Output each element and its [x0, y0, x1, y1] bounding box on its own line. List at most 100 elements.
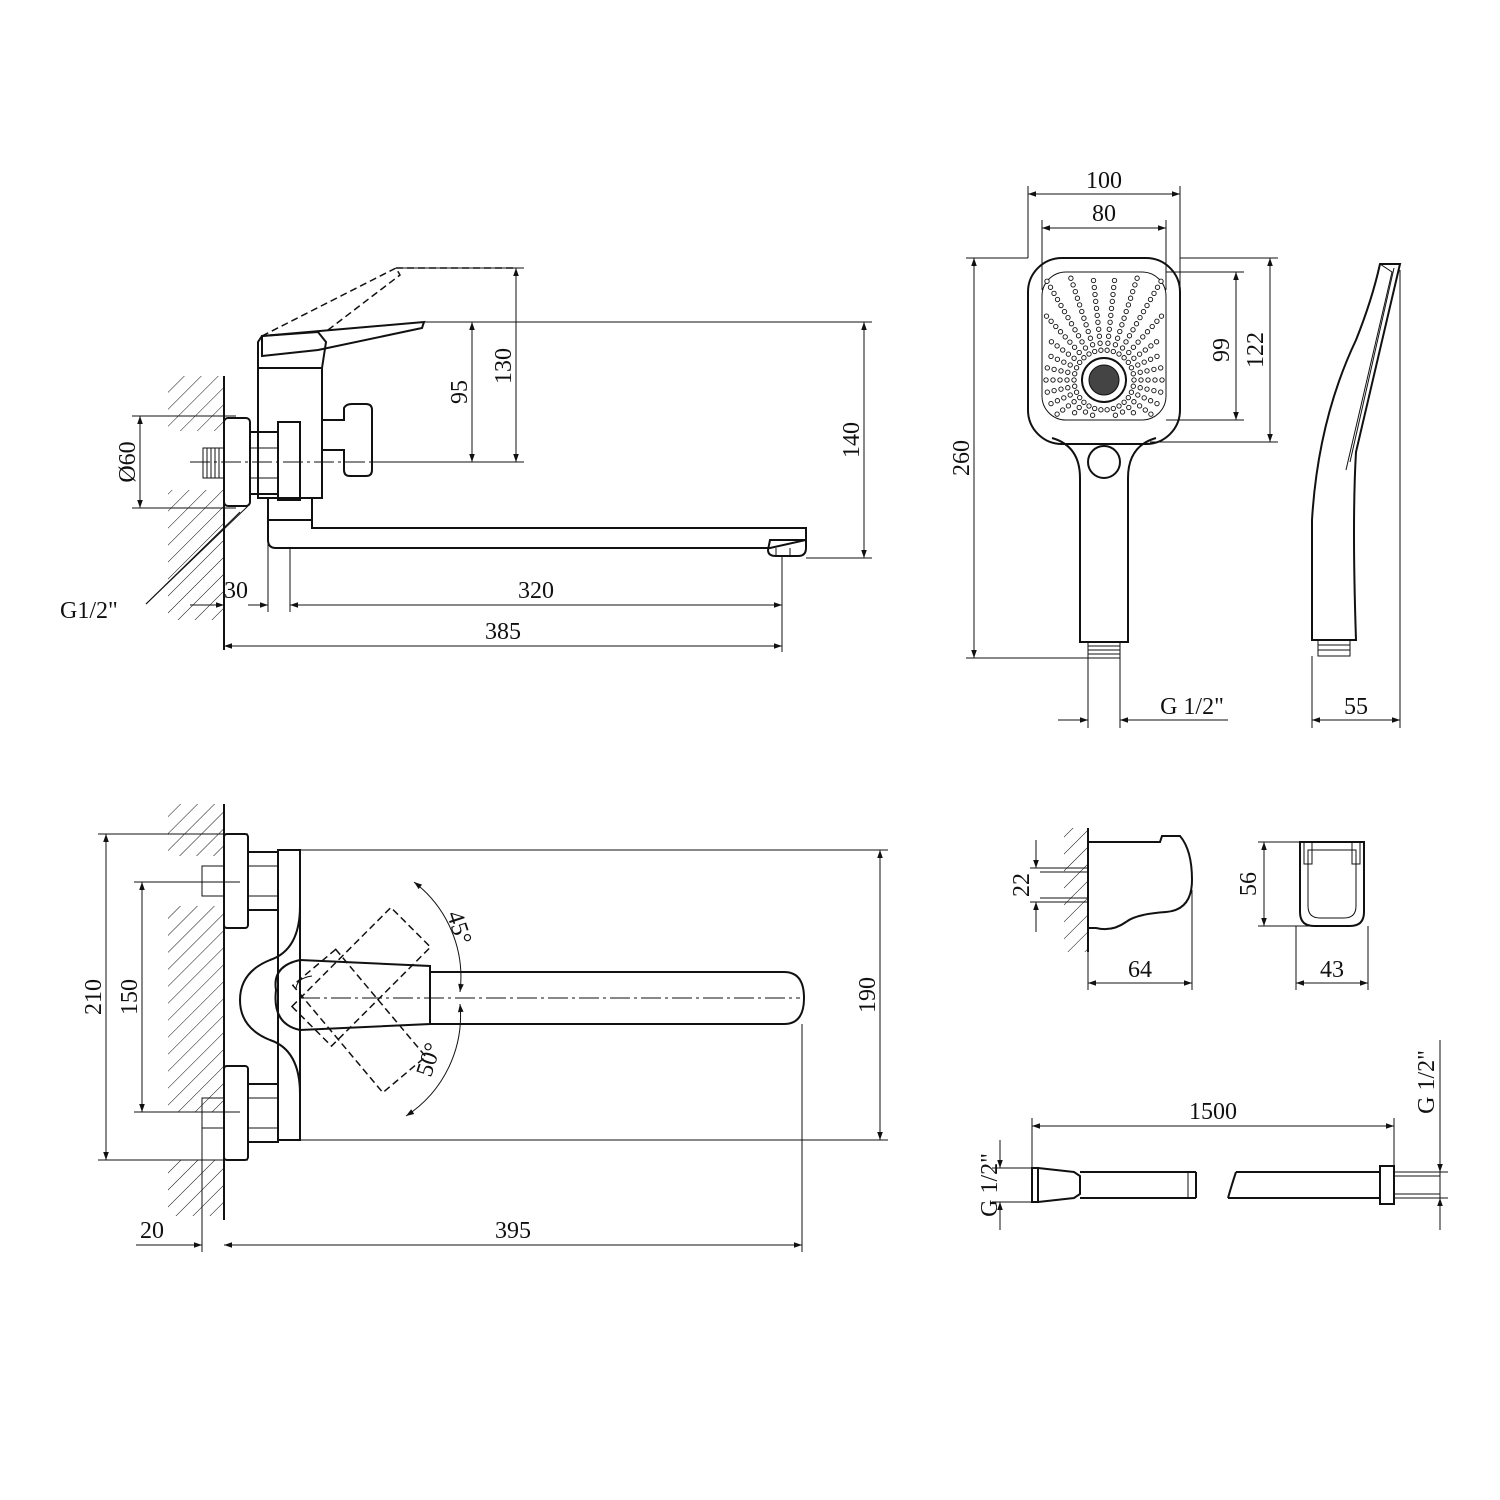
- dim-30: 30: [224, 578, 248, 604]
- nozzle-dot: [1132, 282, 1138, 288]
- dim-20: 20: [140, 1218, 164, 1244]
- nozzle-dot: [1079, 308, 1085, 315]
- nozzle-dot: [1064, 377, 1070, 383]
- nozzle-dot: [1138, 377, 1144, 383]
- nozzle-dot: [1158, 313, 1165, 319]
- nozzle-dot: [1107, 319, 1113, 325]
- nozzle-dot: [1096, 333, 1103, 339]
- nozzle-dot: [1137, 369, 1143, 375]
- nozzle-dot: [1121, 315, 1127, 321]
- nozzle-dot: [1053, 323, 1059, 330]
- nozzle-dot: [1079, 339, 1085, 345]
- nozzle-dot: [1158, 278, 1164, 284]
- nozzle-dot: [1072, 371, 1078, 377]
- nozzle-dot: [1082, 345, 1089, 351]
- nozzle-dot: [1091, 284, 1097, 291]
- nozzle-dot: [1065, 385, 1071, 391]
- dim-diameter-60: Ø60: [115, 441, 141, 482]
- nozzle-dot: [1148, 411, 1154, 417]
- nozzle-dot: [1149, 323, 1155, 330]
- nozzle-dot: [1128, 365, 1135, 371]
- nozzle-dot: [1148, 343, 1154, 349]
- nozzle-dot: [1073, 389, 1080, 395]
- nozzle-dot: [1144, 368, 1150, 374]
- nozzle-dot: [1114, 335, 1121, 341]
- nozzle-dot: [1108, 305, 1115, 312]
- nozzle-dot: [1044, 278, 1050, 284]
- nozzle-dot: [1105, 340, 1111, 346]
- nozzle-dot: [1135, 362, 1141, 368]
- nozzle-dot: [1125, 359, 1131, 366]
- nozzle-dot: [1085, 328, 1091, 335]
- nozzle-dot: [1154, 353, 1160, 360]
- nozzle-dot: [1137, 385, 1143, 391]
- nozzle-dot: [1058, 368, 1064, 374]
- nozzle-dot: [1096, 326, 1102, 332]
- nozzle-dot: [1071, 344, 1078, 350]
- nozzle-dot: [1061, 308, 1068, 315]
- nozzle-dot: [1141, 359, 1147, 365]
- nozzle-dot: [1130, 410, 1137, 416]
- nozzle-dot: [1135, 339, 1141, 345]
- nozzle-dot: [1130, 344, 1137, 350]
- dim-55: 55: [1344, 694, 1368, 720]
- thread-label-hose-right: G 1/2": [1414, 1050, 1440, 1114]
- nozzle-dot: [1054, 296, 1061, 303]
- dim-22: 22: [1009, 873, 1035, 897]
- nozzle-dot: [1093, 298, 1099, 305]
- nozzle-dot: [1048, 353, 1054, 360]
- dim-395: 395: [495, 1218, 531, 1244]
- nozzle-dot: [1116, 403, 1122, 409]
- nozzle-dot: [1061, 359, 1067, 365]
- nozzle-dot: [1147, 296, 1154, 303]
- nozzle-dot: [1076, 404, 1082, 411]
- nozzle-dot: [1086, 351, 1092, 357]
- nozzle-dot: [1131, 355, 1137, 361]
- nozzle-dot: [1119, 345, 1126, 351]
- dim-43: 43: [1320, 957, 1344, 983]
- nozzle-dot: [1147, 398, 1154, 404]
- dim-260: 260: [949, 440, 975, 476]
- shower-holder-front-view: 56 43: [1236, 841, 1369, 990]
- nozzle-dot: [1068, 275, 1074, 281]
- nozzle-dot: [1065, 314, 1071, 321]
- dim-64: 64: [1128, 957, 1152, 983]
- nozzle-dot: [1097, 340, 1103, 346]
- thread-label-side: G1/2": [60, 598, 118, 624]
- nozzle-dot: [1086, 403, 1092, 409]
- nozzle-dot: [1104, 347, 1110, 353]
- nozzle-dot: [1130, 288, 1136, 295]
- nozzle-dot: [1082, 409, 1089, 415]
- nozzle-dot: [1081, 355, 1087, 361]
- nozzle-dot: [1123, 339, 1129, 345]
- nozzle-dot: [1058, 386, 1064, 392]
- dim-1500: 1500: [1189, 1099, 1237, 1125]
- nozzle-dot: [1151, 290, 1157, 297]
- nozzle-dot: [1089, 342, 1096, 348]
- nozzle-dot: [1065, 403, 1072, 409]
- shower-holder-side-view: 22 64: [1009, 828, 1194, 990]
- nozzle-dot: [1047, 284, 1054, 290]
- nozzle-dot: [1081, 399, 1087, 405]
- nozzle-dot: [1061, 395, 1067, 401]
- nozzle-dot: [1131, 377, 1137, 383]
- nozzle-dot: [1098, 347, 1104, 353]
- nozzle-dot: [1116, 351, 1122, 357]
- nozzle-dot: [1142, 347, 1148, 353]
- nozzle-dot: [1154, 400, 1160, 407]
- dim-95: 95: [447, 380, 473, 404]
- nozzle-dot: [1111, 284, 1117, 291]
- nozzle-dot: [1151, 366, 1157, 373]
- nozzle-dot: [1121, 355, 1127, 361]
- nozzle-dot: [1119, 409, 1126, 415]
- shower-hose: 1500 G 1/2" G 1/2": [977, 1040, 1448, 1230]
- nozzle-dot: [1144, 386, 1150, 392]
- nozzle-dot: [1126, 333, 1133, 339]
- nozzle-dot: [1137, 314, 1143, 321]
- nozzle-dot: [1140, 308, 1147, 315]
- wall-hatch-top: [168, 376, 224, 431]
- thread-label-hose-left: G 1/2": [977, 1153, 1003, 1217]
- nozzle-dot: [1133, 321, 1140, 327]
- nozzle-dot: [1071, 355, 1077, 361]
- nozzle-dot: [1058, 302, 1064, 309]
